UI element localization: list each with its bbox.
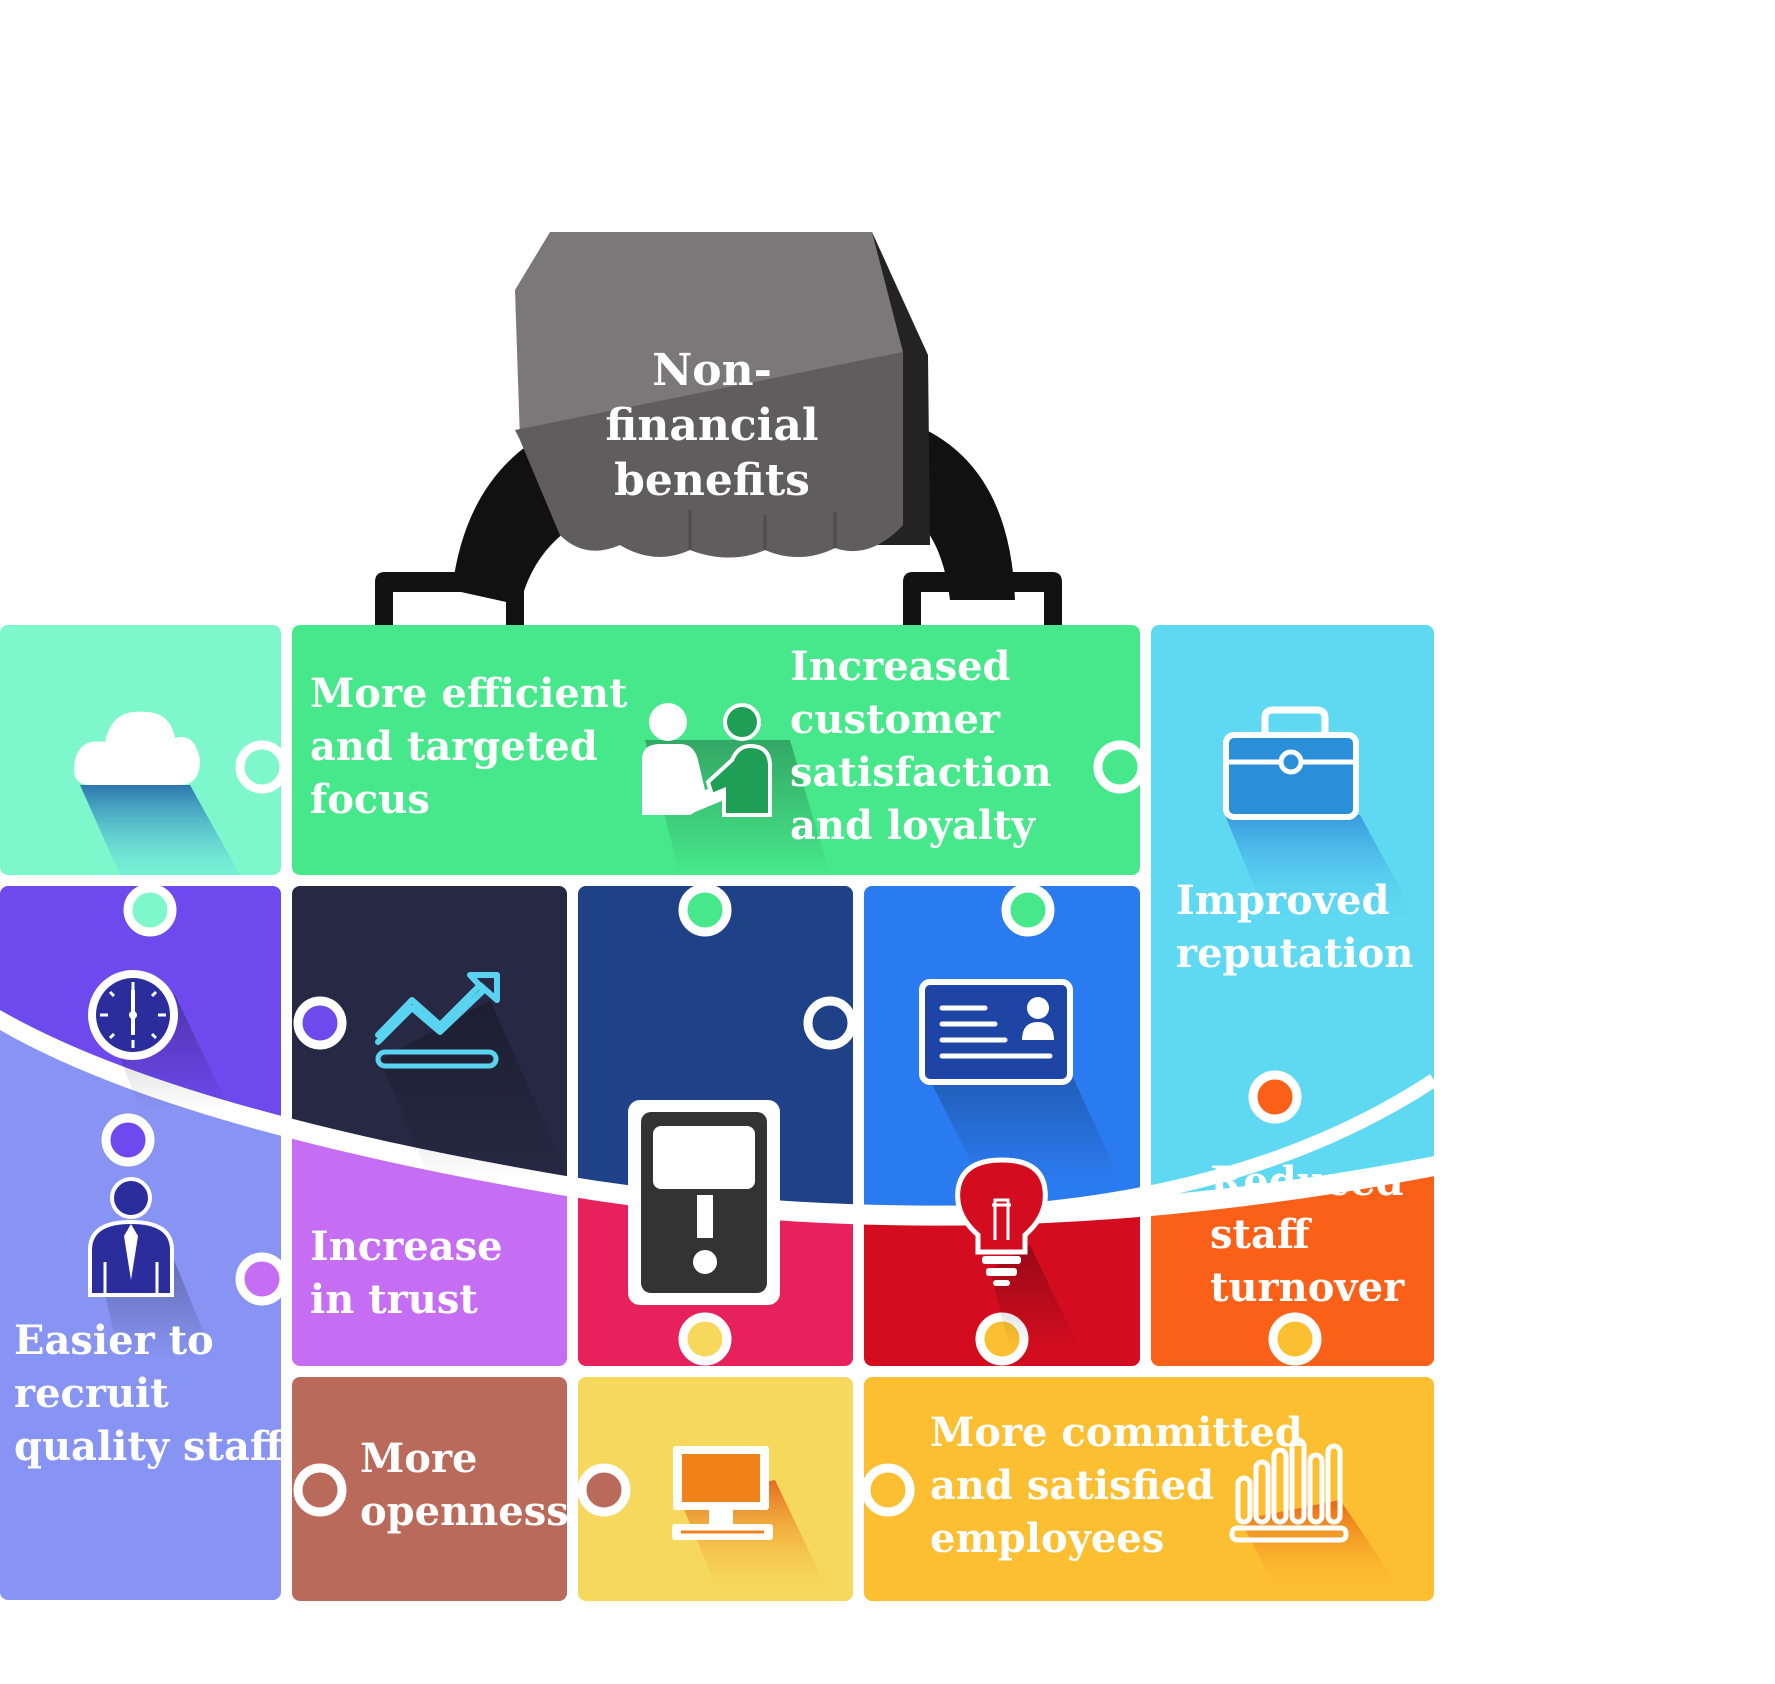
label-line: customer bbox=[790, 696, 1001, 743]
handle-title: Non- financial benefits bbox=[605, 345, 818, 506]
label-committed: More committed and satisfied employees bbox=[930, 1409, 1303, 1562]
label-line: reputation bbox=[1176, 930, 1413, 977]
puzzle-tab bbox=[861, 1463, 915, 1517]
handle-clip-right bbox=[903, 572, 1062, 625]
puzzle-tab bbox=[1001, 883, 1055, 937]
puzzle-tab bbox=[293, 1463, 347, 1517]
puzzle-tab bbox=[235, 1252, 289, 1306]
briefcase-handle: Non- financial benefits bbox=[375, 232, 1062, 625]
label-openness: More openness bbox=[360, 1435, 569, 1535]
clock-icon bbox=[88, 970, 230, 1110]
label-customer: Increased customer satisfaction and loya… bbox=[790, 643, 1052, 849]
handle-title-line: financial bbox=[605, 400, 818, 451]
label-turnover: Reduced staff turnover bbox=[1210, 1158, 1405, 1311]
label-line: focus bbox=[310, 776, 430, 823]
label-line: turnover bbox=[1210, 1264, 1405, 1311]
label-line: staff bbox=[1210, 1211, 1312, 1258]
label-line: satisfaction bbox=[790, 749, 1052, 796]
puzzle-tab bbox=[678, 883, 732, 937]
label-reputation: Improved reputation bbox=[1176, 877, 1413, 977]
mobile-phone-icon bbox=[628, 1100, 780, 1305]
label-line: Reduced bbox=[1210, 1158, 1404, 1205]
label-efficient: More efficient and targeted focus bbox=[310, 670, 628, 823]
handshake-icon bbox=[642, 703, 830, 875]
label-line: Increase bbox=[310, 1223, 503, 1270]
label-line: More efficient bbox=[310, 670, 628, 717]
label-line: Increased bbox=[790, 643, 1011, 690]
label-line: and targeted bbox=[310, 723, 598, 770]
puzzle-tabs bbox=[101, 740, 1322, 1517]
light-bulb-icon bbox=[955, 1157, 1080, 1350]
puzzle-piece-openness bbox=[292, 1377, 567, 1601]
label-trust: Increase in trust bbox=[310, 1223, 503, 1323]
label-line: More bbox=[360, 1435, 477, 1482]
label-recruit: Easier to recruit quality staff bbox=[14, 1317, 285, 1470]
puzzle-tab bbox=[577, 1463, 631, 1517]
puzzle-tab bbox=[101, 1113, 155, 1167]
businessman-icon bbox=[88, 1177, 215, 1360]
label-line: recruit bbox=[14, 1370, 169, 1417]
puzzle-tab bbox=[803, 996, 857, 1050]
label-line: Improved bbox=[1176, 877, 1389, 924]
puzzle-tab bbox=[293, 996, 347, 1050]
label-line: employees bbox=[930, 1515, 1164, 1562]
label-line: More committed bbox=[930, 1409, 1303, 1456]
briefcase-icon bbox=[1223, 706, 1420, 925]
fist-shade bbox=[515, 352, 903, 558]
label-line: and satisfied bbox=[930, 1462, 1214, 1509]
puzzle-tab bbox=[235, 740, 289, 794]
handle-clip-left bbox=[375, 572, 524, 625]
puzzle-tab bbox=[1093, 740, 1147, 794]
puzzle-tab bbox=[123, 883, 177, 937]
handle-title-line: benefits bbox=[614, 455, 810, 506]
bar-chart-icon bbox=[1229, 1437, 1405, 1595]
label-line: Easier to bbox=[14, 1317, 214, 1364]
puzzle-tab bbox=[1248, 1070, 1302, 1124]
puzzle-tab bbox=[1268, 1312, 1322, 1366]
cloud-icon bbox=[74, 711, 240, 875]
label-line: and loyalty bbox=[790, 802, 1037, 849]
label-line: openness bbox=[360, 1488, 569, 1535]
label-line: in trust bbox=[310, 1276, 478, 1323]
computer-icon bbox=[672, 1446, 830, 1595]
puzzle-tab bbox=[678, 1312, 732, 1366]
handle-title-line: Non- bbox=[652, 345, 772, 396]
trend-up-icon bbox=[375, 972, 570, 1180]
label-line: quality staff bbox=[14, 1423, 285, 1470]
id-card-icon bbox=[919, 979, 1120, 1180]
